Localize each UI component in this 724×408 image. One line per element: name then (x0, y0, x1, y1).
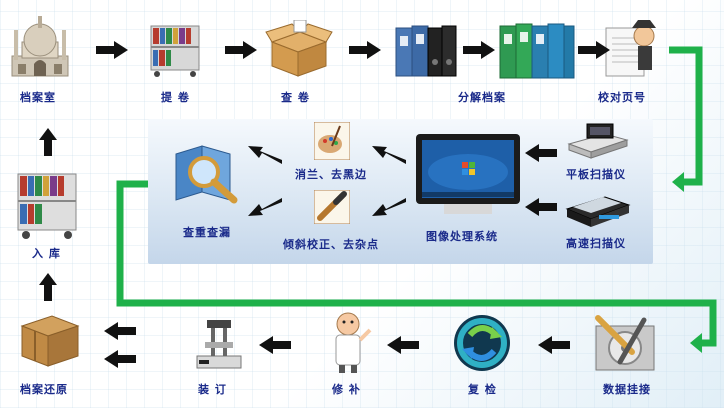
deskew-label: 倾斜校正、去杂点 (283, 238, 379, 251)
computer-monitor-icon (414, 132, 522, 220)
brush-icon (313, 189, 351, 228)
restored-box-icon (18, 310, 82, 374)
arrow-left-icon (525, 198, 557, 216)
recheck-label: 复 检 (468, 383, 497, 396)
remove-speckle-label: 消兰、去黑边 (295, 168, 367, 181)
arrow-up-icon (39, 273, 57, 301)
repair-doctor-icon (324, 310, 374, 378)
hs-scanner-label: 高速扫描仪 (566, 237, 626, 250)
arrow-down-left-icon (248, 198, 282, 216)
archive-room-icon (8, 8, 72, 87)
arrow-right-icon (578, 41, 610, 59)
book-cart-icon (147, 20, 203, 82)
box-icon (264, 19, 334, 82)
arrow-up-icon (39, 128, 57, 156)
image-processing-panel (148, 119, 653, 264)
image-system-label: 图像处理系统 (426, 230, 498, 243)
flatbed-scanner-label: 平板扫描仪 (566, 168, 626, 181)
check-volume-label: 查 卷 (281, 91, 310, 104)
arrow-left-icon (387, 336, 419, 354)
storage-cart-icon (14, 172, 80, 244)
arrow-right-icon (463, 41, 495, 59)
folders-icon (498, 18, 576, 84)
arrow-right-icon (349, 41, 381, 59)
repair-label: 修 补 (332, 383, 361, 396)
data-mount-tools-icon (592, 312, 660, 378)
recheck-sync-icon (452, 313, 512, 377)
split-archive-label: 分解档案 (458, 91, 506, 104)
page-check-label: 校对页号 (598, 91, 646, 104)
binding-label: 装 订 (198, 383, 227, 396)
arrow-left-icon (538, 336, 570, 354)
arrow-right-icon (96, 41, 128, 59)
archive-room-label: 档案室 (20, 91, 56, 104)
arrow-up-left-icon (372, 146, 406, 164)
magnifier-book-icon (172, 140, 244, 210)
arrow-left-icon (104, 322, 136, 340)
data-mount-label: 数据挂接 (603, 383, 651, 396)
flatbed-scanner-icon (565, 122, 631, 166)
restore-label: 档案还原 (20, 383, 68, 396)
arrow-up-left-icon (248, 146, 282, 164)
retrieve-label: 提 卷 (161, 91, 190, 104)
binding-machine-icon (193, 316, 245, 376)
arrow-left-icon (525, 144, 557, 162)
paint-palette-icon (313, 121, 351, 164)
arrow-right-icon (225, 41, 257, 59)
arrow-left-icon (104, 350, 136, 368)
high-speed-scanner-icon (563, 185, 633, 235)
arrow-left-icon (259, 336, 291, 354)
storage-label: 入 库 (32, 247, 61, 260)
dup-check-label: 查重查漏 (183, 226, 231, 239)
proofreading-icon (598, 10, 662, 86)
arrow-down-left-icon (372, 198, 406, 216)
binders-icon (394, 22, 458, 82)
